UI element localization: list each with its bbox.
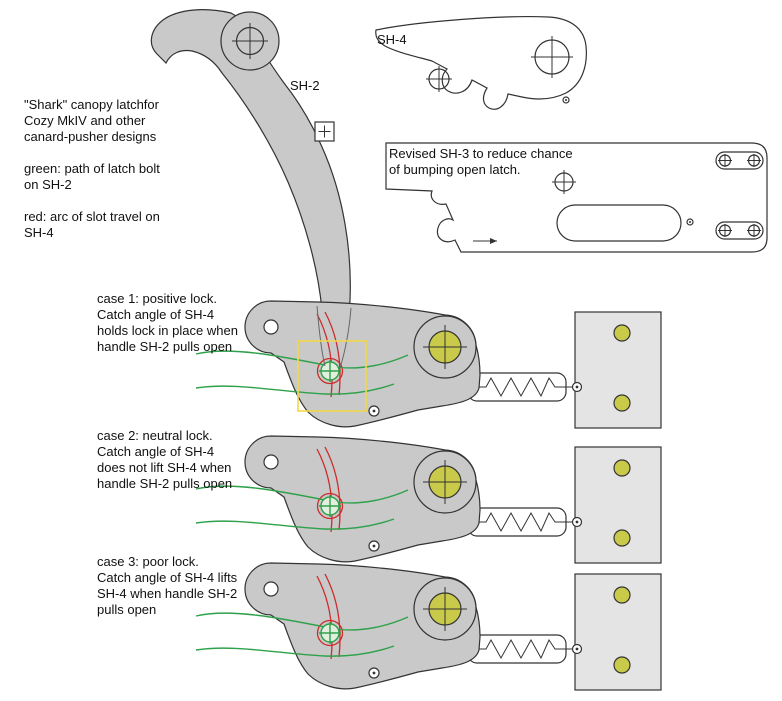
case3-label: case 3: poor lock. Catch angle of SH-4 l… [97,554,238,617]
sh3-note: Revised SH-3 to reduce chance of bumping… [389,146,573,177]
sh3-datum-arrow [490,238,497,244]
sh3-slot [556,204,682,242]
sh4-label: SH-4 [377,32,407,47]
intro-note: "Shark" canopy latchfor Cozy MkIV and ot… [24,97,160,240]
sh4-part [375,16,587,110]
sh3-revised-part [385,142,768,253]
sh4-outline [375,16,587,110]
case1-label: case 1: positive lock. Catch angle of SH… [97,291,238,354]
case1-highlight-box [297,340,367,412]
case2-label: case 2: neutral lock. Catch angle of SH-… [97,428,233,491]
sh2-label: SH-2 [290,78,320,93]
